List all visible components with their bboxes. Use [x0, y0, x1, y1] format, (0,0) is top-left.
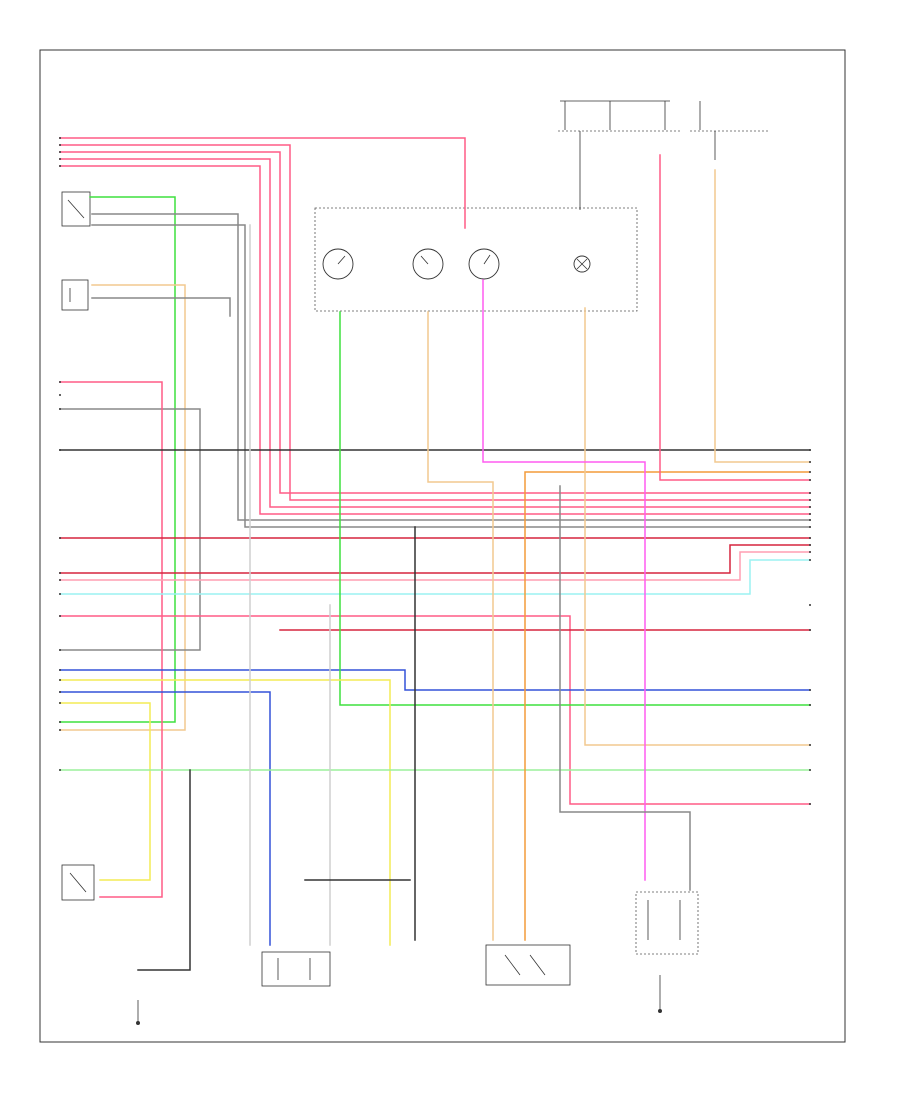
wire-pink-4	[59, 165, 811, 515]
connector-pin	[809, 471, 811, 473]
connector-pin	[59, 702, 61, 704]
wire-green-5	[59, 196, 176, 723]
connector-pin	[59, 394, 61, 396]
connector-pin	[809, 544, 811, 546]
wire-yellow-21	[59, 679, 391, 946]
connector-pin	[59, 408, 61, 410]
connector-pin	[59, 449, 61, 451]
connector-pin	[59, 572, 61, 574]
connector-pin	[59, 679, 61, 681]
ground-left-icon	[136, 1000, 140, 1025]
wire-yellow-23	[59, 702, 151, 881]
wire-cyan-16	[59, 559, 811, 595]
ground-right-icon	[658, 975, 662, 1013]
label-mark-layer	[59, 137, 811, 805]
diagram-frame	[39, 49, 846, 1043]
connector-pin	[809, 519, 811, 521]
instrument-cluster-box	[314, 207, 638, 312]
connector-pin	[59, 537, 61, 539]
connector-pin	[809, 513, 811, 515]
wire-green-20	[339, 311, 811, 706]
connector-pin	[809, 537, 811, 539]
connector-pin	[59, 769, 61, 771]
wire-pink-2	[59, 151, 811, 494]
wire-tan-8	[59, 284, 186, 731]
fuel-gauge-icon	[468, 248, 500, 280]
speedometer-module-box	[261, 951, 331, 987]
wire-dark-36	[137, 769, 191, 971]
connector-pin	[809, 461, 811, 463]
connector-pin	[809, 704, 811, 706]
connector-pin	[59, 649, 61, 651]
connector-pin	[809, 769, 811, 771]
connector-pin	[809, 492, 811, 494]
connector-pin	[809, 559, 811, 561]
connector-pin	[59, 158, 61, 160]
connector-pin	[809, 551, 811, 553]
connector-pin	[59, 144, 61, 146]
wire-pink-3	[59, 158, 811, 508]
connector-pin	[59, 151, 61, 153]
top-switch-region	[558, 100, 770, 210]
fuel-sender-switch-icon	[635, 891, 699, 955]
tachometer-gauge-icon	[412, 248, 444, 280]
connector-pin	[59, 137, 61, 139]
speedometer-gauge-icon	[322, 248, 354, 280]
wire-gray-9	[91, 297, 231, 317]
wire-gray-10	[59, 408, 201, 651]
wire-layer	[59, 137, 811, 971]
wire-pink-0	[59, 137, 466, 229]
connector-pin	[809, 689, 811, 691]
connector-pin	[59, 579, 61, 581]
wire-orange-26	[524, 471, 810, 941]
wire-pink-28	[659, 154, 811, 481]
wire-light_pink-15	[59, 551, 811, 581]
wire-blue-22	[59, 691, 271, 946]
wire-gray-32	[559, 485, 691, 891]
connector-pin	[809, 744, 811, 746]
connector-pin	[809, 629, 811, 631]
wire-blue-19	[59, 669, 811, 691]
connector-pin	[59, 721, 61, 723]
connector-pin	[809, 604, 811, 606]
connector-pin	[59, 691, 61, 693]
left-top-sensor-icon	[61, 191, 91, 311]
connector-pin	[59, 669, 61, 671]
brake-indicator-lamp-icon	[573, 255, 591, 273]
connector-pin	[59, 729, 61, 731]
wire-tan-27	[584, 307, 811, 746]
connector-pin	[59, 165, 61, 167]
fuel-pump-module-icon	[485, 944, 571, 986]
connector-pin	[809, 803, 811, 805]
connector-pin	[809, 499, 811, 501]
wire-pink-17	[59, 615, 811, 805]
wire-red-14	[59, 544, 811, 574]
connector-pin	[59, 615, 61, 617]
wire-gray-7	[91, 224, 811, 528]
connector-pin	[809, 506, 811, 508]
connector-pin	[809, 479, 811, 481]
fuel-level-sender-icon	[61, 864, 95, 901]
connector-pin	[809, 526, 811, 528]
wire-tan-25	[714, 169, 811, 463]
connector-pin	[809, 449, 811, 451]
wire-gray-6	[91, 213, 811, 521]
connector-pin	[59, 593, 61, 595]
wire-magenta-29	[482, 279, 646, 881]
wire-tan-30	[427, 311, 494, 941]
wire-pink-1	[59, 144, 811, 501]
connector-pin	[59, 381, 61, 383]
wire-pink-11	[59, 381, 163, 898]
